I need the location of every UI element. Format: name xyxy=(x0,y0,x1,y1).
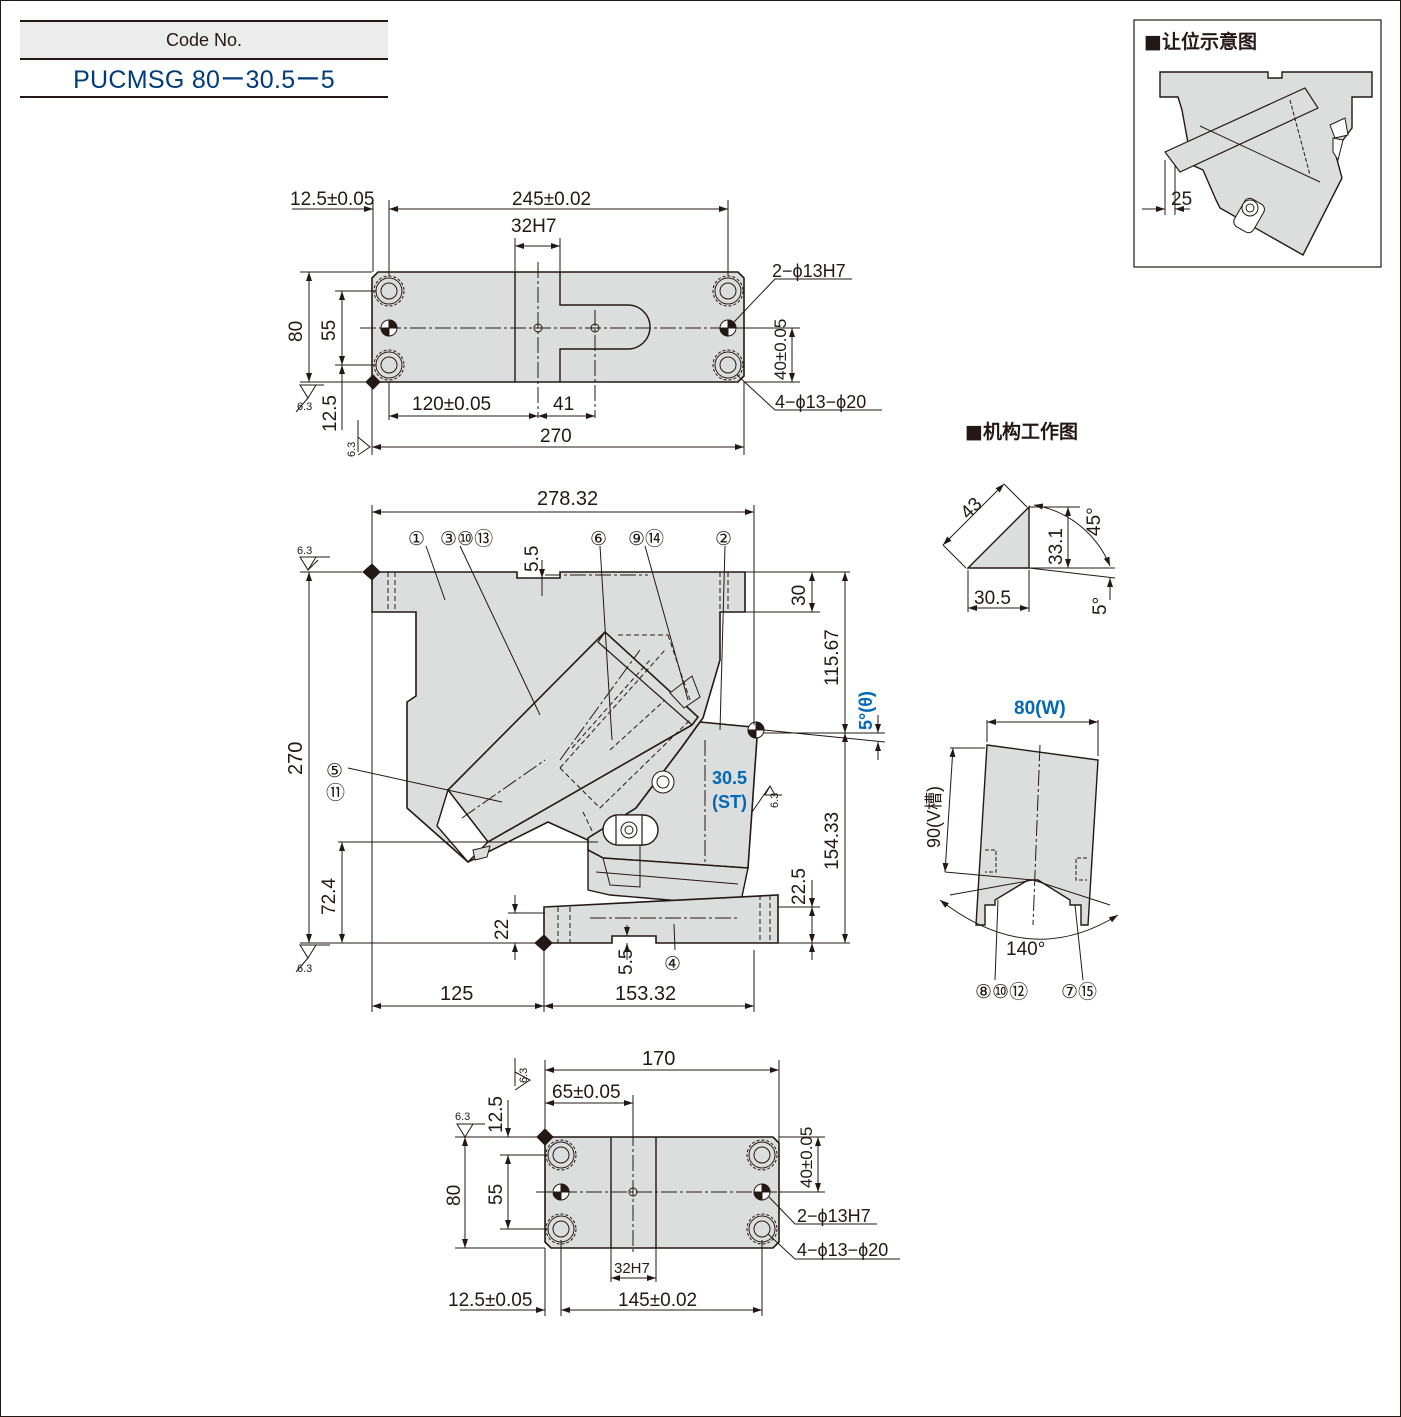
rough-front-bottom: 6.3 xyxy=(297,963,312,975)
dim-front-angle: 5°(θ) xyxy=(856,691,876,730)
dim-bottom-height: 80 xyxy=(444,1185,465,1206)
bottom-view xyxy=(455,1058,900,1316)
dim-bottom-width: 170 xyxy=(642,1048,675,1070)
dim-front-base: 22.5 xyxy=(789,868,810,905)
dim-front-stroke: 30.5 xyxy=(712,768,747,788)
balloon-7-15: ⑦⑮ xyxy=(1061,981,1097,1003)
dim-bottom-pitch: 145±0.02 xyxy=(618,1290,697,1311)
top-view xyxy=(292,200,882,456)
base-plate xyxy=(543,894,779,944)
dim-front-bottom-slot: 5.5 xyxy=(616,949,637,975)
dim-front-height: 270 xyxy=(285,742,307,775)
code-value[interactable]: PUCMSG 80ー30.5ー5 xyxy=(20,60,388,98)
balloon-9-14: ⑨⑭ xyxy=(628,528,664,550)
balloon-4: ④ xyxy=(664,954,681,975)
dim-front-stroke-st: (ST) xyxy=(712,792,747,812)
rough-top-a: 6.3 xyxy=(297,401,312,413)
dim-top-counterbore: 4−ϕ13−ϕ20 xyxy=(775,392,866,412)
dim-top-120: 120±0.05 xyxy=(412,394,491,415)
clearance-diagram xyxy=(1133,19,1382,268)
rough-front-top: 6.3 xyxy=(297,545,312,557)
dim-mech-140: 140° xyxy=(1006,939,1045,960)
code-label: Code No. xyxy=(20,20,388,60)
dim-bottom-margin: 12.5±0.05 xyxy=(448,1290,532,1311)
dim-mech-33-1: 33.1 xyxy=(1046,528,1067,565)
rough-bottom-a: 6.3 xyxy=(455,1111,470,1123)
dim-mech-43: 43 xyxy=(957,494,987,524)
dim-front-upper: 115.67 xyxy=(822,629,843,686)
dim-mech-45: 45° xyxy=(1084,507,1105,536)
dim-bottom-slot: 32H7 xyxy=(614,1260,650,1277)
code-number-block: Code No. PUCMSG 80ー30.5ー5 xyxy=(20,20,388,98)
dim-top-slot: 32H7 xyxy=(511,216,556,237)
dim-mech-5: 5° xyxy=(1090,597,1111,615)
balloon-5: ⑤ xyxy=(326,761,343,782)
dim-top-dowel-y: 40±0.05 xyxy=(771,319,790,380)
dim-bottom-hole-pitch: 55 xyxy=(486,1184,507,1205)
dim-mech-30-5: 30.5 xyxy=(974,588,1011,609)
dim-mech-width: 80(W) xyxy=(1014,698,1066,719)
dim-front-22: 22 xyxy=(492,919,513,940)
dim-bottom-65: 65±0.05 xyxy=(552,1082,621,1103)
top-view-labels: 12.5±0.05 245±0.02 32H7 2−ϕ13H7 4−ϕ13−ϕ2… xyxy=(286,189,866,457)
dim-top-total: 270 xyxy=(540,426,572,447)
top-plate xyxy=(371,271,745,383)
dim-bottom-dowel: 2−ϕ13H7 xyxy=(797,1206,871,1226)
top-dowels xyxy=(380,319,737,337)
dim-top-edge: 12.5 xyxy=(320,395,341,432)
rough-front-side: 6.3 xyxy=(769,793,781,808)
dim-front-right: 153.32 xyxy=(615,983,676,1005)
clearance-labels: ■让位示意图 25 xyxy=(1144,30,1257,210)
dim-front-slot-depth: 5.5 xyxy=(522,546,543,572)
balloon-6: ⑥ xyxy=(590,529,607,550)
clearance-title: ■让位示意图 xyxy=(1144,30,1257,53)
dim-front-lower: 154.33 xyxy=(822,812,843,870)
dim-front-width: 278.32 xyxy=(537,488,598,510)
dim-mech-v: 90(V槽) xyxy=(924,786,944,848)
dim-bottom-edge: 12.5 xyxy=(486,1096,507,1133)
balloon-11: ⑪ xyxy=(326,782,345,804)
balloon-8-10-12: ⑧⑩⑫ xyxy=(975,981,1028,1003)
front-view-labels: 278.32 5.5 30 115.67 5°(θ) 30.5 (ST) 154… xyxy=(285,488,876,1005)
rough-top-b: 6.3 xyxy=(346,442,358,457)
dim-top-41: 41 xyxy=(553,394,574,415)
front-view xyxy=(295,505,886,1012)
dim-top-dowel: 2−ϕ13H7 xyxy=(772,261,846,281)
dim-bottom-dowel-y: 40±0.05 xyxy=(797,1127,816,1188)
rough-bottom-b: 6.3 xyxy=(518,1068,530,1083)
bottom-view-labels: 170 65±0.05 12.5 80 55 40±0.05 2−ϕ13H7 4… xyxy=(444,1048,888,1311)
dim-clearance-25: 25 xyxy=(1171,189,1192,210)
dim-front-left: 125 xyxy=(440,983,473,1005)
dim-bottom-counterbore: 4−ϕ13−ϕ20 xyxy=(797,1240,888,1260)
dim-front-low: 72.4 xyxy=(319,878,340,915)
mechanism-title: ■机构工作图 xyxy=(965,420,1078,443)
dim-top-pitch: 245±0.02 xyxy=(512,189,591,210)
dim-top-height: 80 xyxy=(286,321,307,342)
dim-top-hole-pitch: 55 xyxy=(319,320,340,341)
mechanism-diagram xyxy=(939,483,1119,981)
dim-front-top: 30 xyxy=(789,585,810,606)
balloon-2: ② xyxy=(715,529,732,550)
dim-top-left-margin: 12.5±0.05 xyxy=(290,189,374,210)
balloon-1: ① xyxy=(408,529,425,550)
balloon-3-10-13: ③⑩⑬ xyxy=(440,528,493,550)
bottom-dowels xyxy=(552,1183,771,1201)
top-holes xyxy=(373,275,744,381)
